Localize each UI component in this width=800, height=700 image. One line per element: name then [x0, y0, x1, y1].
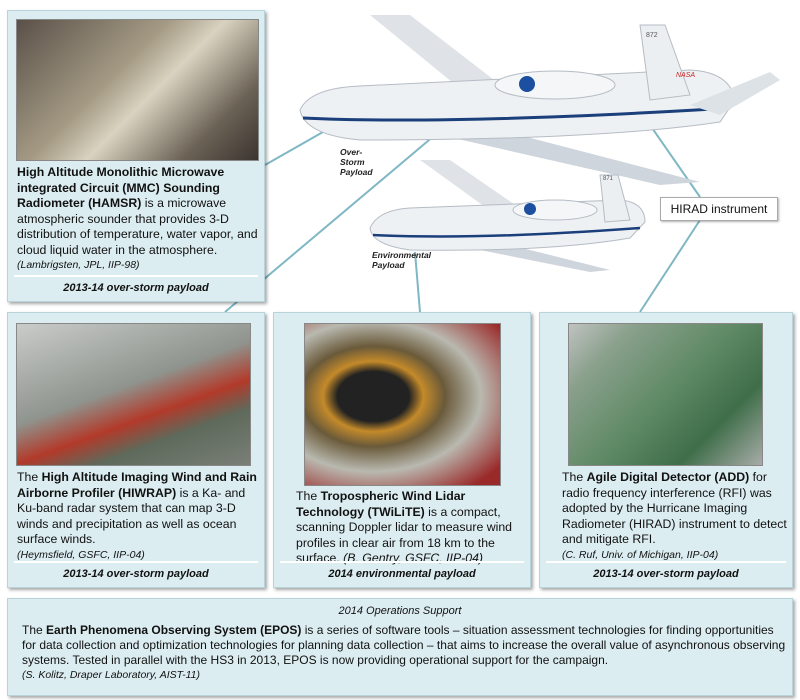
- environmental-payload-label: Environmental Payload: [372, 250, 432, 270]
- twilite-caption: 2014 environmental payload: [280, 561, 524, 583]
- twilite-description: The Tropospheric Wind Lidar Technology (…: [296, 489, 512, 565]
- add-panel: The Agile Digital Detector (ADD) for rad…: [539, 312, 793, 588]
- add-caption: 2013-14 over-storm payload: [546, 561, 786, 583]
- hamsr-photo: [16, 19, 259, 161]
- twilite-photo: [304, 323, 501, 486]
- hamsr-panel: High Altitude Monolithic Microwave integ…: [7, 10, 265, 302]
- over-storm-aircraft: [299, 15, 780, 185]
- hiwrap-caption: 2013-14 over-storm payload: [14, 561, 258, 583]
- twilite-panel: The Tropospheric Wind Lidar Technology (…: [273, 312, 531, 588]
- hirad-instrument-label: HIRAD instrument: [660, 197, 778, 221]
- hamsr-citation: (Lambrigsten, JPL, IIP-98): [17, 259, 140, 271]
- hamsr-description: High Altitude Monolithic Microwave integ…: [17, 165, 262, 274]
- over-storm-payload-label: Over-Storm Payload: [340, 147, 373, 177]
- tail-number-bottom: 871: [603, 176, 614, 182]
- operations-description: The Earth Phenomena Observing System (EP…: [22, 623, 786, 681]
- operations-panel: 2014 Operations Support The Earth Phenom…: [7, 598, 793, 696]
- operations-title: 2014 Operations Support: [338, 605, 462, 617]
- hiwrap-description: The High Altitude Imaging Wind and Rain …: [17, 470, 262, 563]
- hiwrap-panel: The High Altitude Imaging Wind and Rain …: [7, 312, 265, 588]
- tail-number-top: 872: [646, 32, 658, 39]
- add-description: The Agile Digital Detector (ADD) for rad…: [562, 470, 787, 563]
- add-citation: (C. Ruf, Univ. of Michigan, IIP-04): [562, 548, 719, 561]
- add-photo: [568, 323, 763, 466]
- environmental-aircraft: [369, 160, 646, 272]
- hiwrap-citation: (Heymsfield, GSFC, IIP-04): [17, 548, 145, 561]
- hiwrap-photo: [16, 323, 251, 466]
- nasa-logo: NASA: [676, 72, 696, 79]
- hamsr-caption: 2013-14 over-storm payload: [14, 275, 258, 297]
- operations-citation: (S. Kolitz, Draper Laboratory, AIST-11): [22, 669, 200, 681]
